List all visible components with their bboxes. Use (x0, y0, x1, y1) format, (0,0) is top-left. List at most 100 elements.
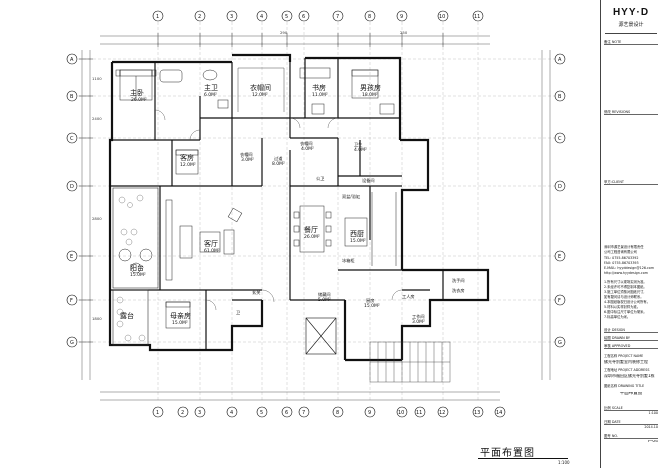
axis-right-e: E (558, 254, 561, 260)
room-western-kitchen-area: 15.0M² (350, 238, 366, 244)
kitchen-island (344, 192, 397, 266)
axis-left-d: D (70, 184, 74, 190)
room-closet-3: 衣帽间 (240, 151, 253, 158)
room-storage-area: 5.0M² (318, 297, 331, 303)
address-line-1: TEL: 0755-86703392 (604, 256, 639, 260)
disclaimer-line-5: 4.本图纸版权归设计公司所有。 (604, 300, 651, 304)
axis-right-g: G (558, 340, 562, 346)
axis-top-11: 11 (474, 14, 480, 20)
drawing-title-underline (478, 458, 568, 459)
scale-value: 1:100 (648, 411, 658, 415)
designer-line-1: 深圳市源艺景设计有限责任 (604, 245, 644, 249)
disclaimer-line-3: 3.施工单位须核对图纸尺寸, (604, 290, 645, 294)
dimension-lines (81, 35, 551, 401)
room-balcony-area: 15.0M² (130, 272, 146, 278)
address-line-4: http://www.hyydesign.com (604, 271, 648, 275)
axis-top-1: 1 (156, 14, 159, 20)
drawn-label: 绘图 DRAWN BY (604, 336, 658, 341)
project-address: 深圳市福田区佛光寺别墅1栋 (604, 374, 655, 378)
sink-note: 双盆/浴缸 (342, 193, 361, 200)
room-living-area: 61.0M² (204, 248, 220, 254)
number-label: 图号 NO. (604, 434, 658, 439)
room-bath-3: 卫 (236, 310, 240, 315)
axis-left-b: B (70, 94, 74, 100)
room-master-bedroom-area: 26.0M² (131, 97, 147, 103)
axis-left-e: E (70, 254, 73, 260)
master-bath-fixtures (159, 69, 229, 109)
project-address-label: 工程地址 PROJECT ADDRESS (604, 368, 650, 372)
room-guest-room-area: 12.0M² (180, 162, 196, 168)
address-line-2: FAX: 0755-86703393 (604, 261, 639, 265)
address-line-3: E-MAIL: hyyddesign@126.com (604, 266, 655, 270)
door-swings (154, 109, 403, 311)
designer-line-2: 公司工程咨询有限公司 (604, 250, 637, 254)
logo-main-text: HYY·D (612, 7, 650, 18)
guest-bed (175, 149, 199, 175)
axis-bottom-11: 11 (416, 410, 422, 416)
disclaimer-line-8: 7.标高单位为米。 (604, 315, 631, 319)
room-equipment: 设备间 (362, 177, 375, 184)
approved-label: 审核 APPROVED (604, 344, 658, 349)
room-western-kitchen: 西厨 (350, 230, 364, 238)
dim-top-1: 290 (280, 30, 288, 35)
living-sofa (165, 199, 243, 281)
axis-bottom-3: 3 (198, 410, 201, 416)
project-name: 佛光寺别墅室内装修工程 (604, 360, 648, 364)
room-master-bedroom: 主卧 (130, 88, 144, 97)
room-bath-2: 卫生 (354, 141, 362, 147)
room-corridor: 过道 (274, 155, 283, 162)
project-label: 工程名称 PROJECT NAME (604, 354, 644, 358)
drawing-scale: 1:100 (558, 460, 570, 465)
axis-bottom-9: 9 (368, 410, 371, 416)
axis-bottom-13: 13 (474, 410, 480, 416)
client-label: 甲方:CLIENT (604, 180, 658, 185)
room-elder-room-area: 15.0M² (172, 320, 188, 326)
boys-room-bed (351, 69, 395, 115)
fridge-note: 冰箱柜 (342, 257, 355, 264)
axis-left-g: G (70, 340, 74, 346)
disclaimer-line-6: 5.材料以实样封样为准。 (604, 305, 641, 309)
axis-bottom-5: 5 (260, 410, 263, 416)
disclaimer-line-1: 1.所有尺寸以现场实测为准。 (604, 280, 647, 284)
axis-bubbles-left (66, 53, 78, 348)
room-guest-room: 客房 (180, 153, 194, 162)
elevator-shaft (305, 317, 337, 355)
dim-left-2: 2400 (92, 116, 102, 121)
room-public-bath: 公卫 (316, 176, 324, 181)
date-label: 日期 DATE (604, 420, 658, 425)
title-block: HYY·D 源艺景设计 备注 NOTE 修改 REVISIONS 甲方:CLIE… (600, 0, 660, 468)
room-master-bath: 主卫 (204, 83, 218, 92)
room-corridor-area: 8.0M² (272, 161, 285, 167)
axis-bottom-10: 10 (398, 410, 404, 416)
axis-bottom-1: 1 (156, 410, 159, 416)
design-label: 设计 DESIGN (604, 328, 658, 333)
axis-bubbles-bottom (152, 406, 506, 418)
master-bed (115, 69, 157, 101)
room-maid-room: 工人房 (402, 293, 415, 300)
grid-lines (78, 22, 555, 400)
elder-room-bed (165, 301, 191, 329)
room-study-area: 11.0M² (312, 92, 328, 98)
axis-top-2: 2 (198, 14, 201, 20)
axis-top-9: 9 (400, 14, 403, 20)
exterior-walls (108, 53, 490, 362)
room-boys-room: 男孩房 (360, 83, 381, 92)
disclaimer-line-4: 如有疑问请与设计师联系。 (604, 295, 644, 299)
axis-left-a: A (70, 57, 74, 63)
study-desk (299, 67, 331, 115)
axis-left-c: C (70, 136, 74, 142)
staircase (369, 341, 451, 383)
axis-right-c: C (558, 136, 562, 142)
drawing-name: 平面布置图 (619, 392, 643, 396)
axis-right-f: F (558, 298, 561, 304)
room-laundry: 洗衣房 (452, 287, 465, 294)
dim-left-1: 1100 (92, 76, 102, 81)
floor-plan: 290 250 1100 2400 2800 1800 1 2 3 4 5 6 … (66, 10, 566, 418)
room-work-room-area: 3.0M² (412, 319, 425, 325)
room-closet-3-area: 3.0M² (241, 157, 254, 163)
revision-label: 修改 REVISIONS (604, 110, 658, 115)
axis-top-3: 3 (230, 14, 233, 20)
interior-walls (110, 58, 444, 350)
room-closet-2: 衣帽间 (300, 140, 313, 147)
axis-right-d: D (558, 184, 562, 190)
